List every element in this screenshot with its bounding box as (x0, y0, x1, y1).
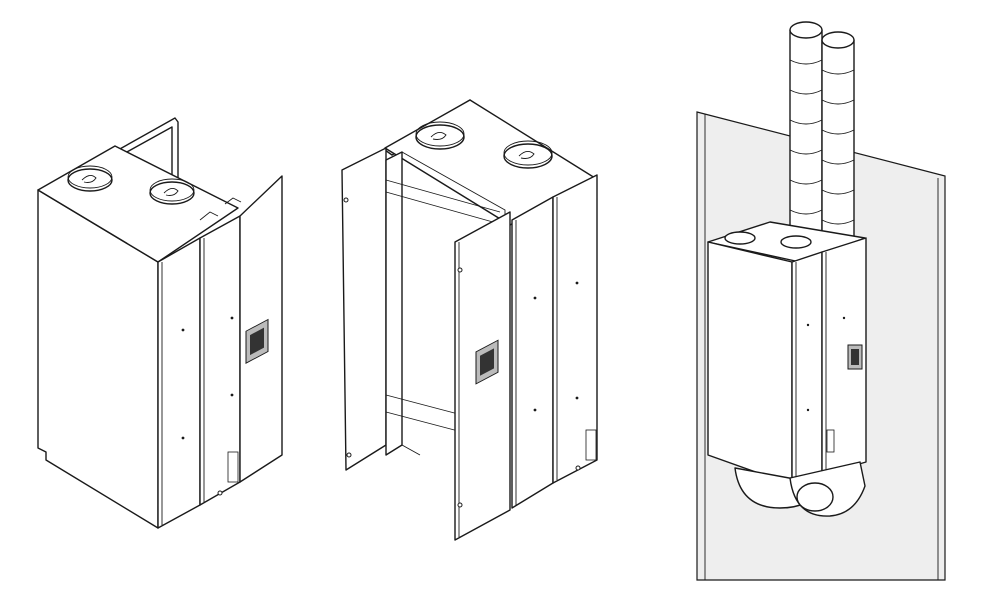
assembled-unit (37, 117, 283, 529)
duct-elbow-icon (734, 461, 866, 517)
side-panel-right (511, 196, 554, 509)
side-panel-left (707, 241, 793, 486)
inner-frame (385, 151, 403, 456)
display-screen-inner (851, 349, 859, 365)
front-panel-left (791, 251, 823, 486)
display-screen-inner (480, 348, 494, 376)
open-door-left (341, 147, 387, 471)
front-panel-left (157, 237, 201, 529)
duct-spigot-icon (67, 165, 113, 192)
duct-spigot-icon (780, 235, 812, 249)
duct-spigot-icon (724, 231, 756, 245)
label-plate-icon (227, 451, 239, 483)
duct-pipe-icon (821, 31, 855, 251)
wall-mounted-unit (696, 21, 946, 581)
exploded-unit (341, 99, 598, 541)
side-panel-far-right (552, 174, 598, 484)
front-panel-right (821, 237, 867, 476)
display-screen-inner (250, 327, 264, 356)
label-plate-icon (826, 429, 835, 453)
duct-spigot-icon (149, 178, 195, 205)
label-plate-icon (585, 429, 597, 461)
duct-spigot-icon (415, 121, 465, 150)
duct-spigot-icon (503, 140, 553, 169)
duct-pipe-icon (789, 21, 823, 241)
